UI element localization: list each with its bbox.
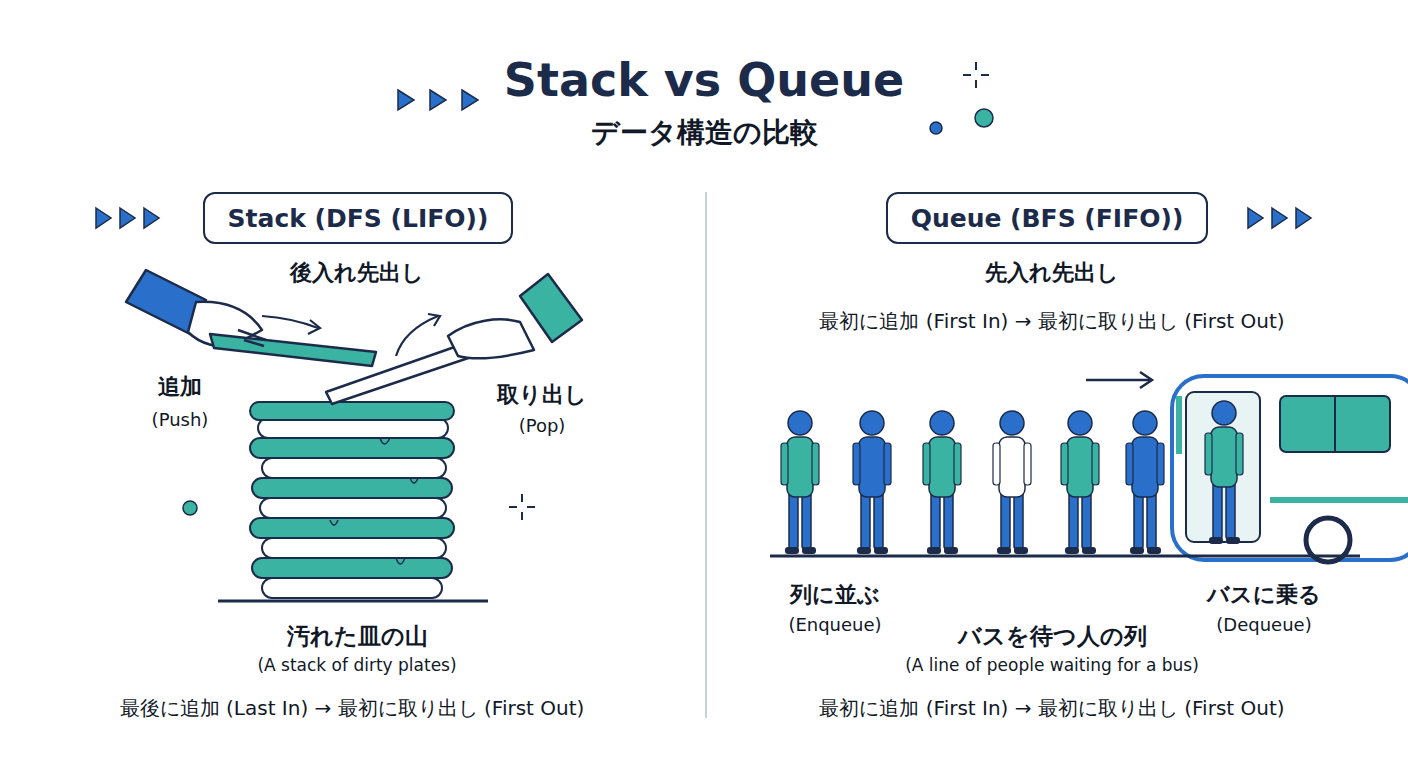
principle-label: 後入れ先出し	[290, 260, 424, 285]
action-label: 列に並ぶ	[790, 582, 880, 607]
action-label: 取り出し	[497, 382, 587, 407]
section-box: Queue (BFS (FIFO))	[886, 192, 1208, 244]
bus	[1172, 376, 1408, 562]
section-box: Stack (DFS (LIFO))	[203, 192, 513, 244]
dot-decor	[183, 501, 197, 515]
illustration-caption: 汚れた皿の山	[287, 623, 428, 649]
plate-stack	[218, 402, 488, 601]
rule-note: 最初に追加 (First In) → 最初に取り出し (First Out)	[819, 697, 1284, 720]
action-term: (Enqueue)	[788, 615, 881, 636]
motion-arrow	[262, 314, 440, 356]
title: Stack vs Queue	[504, 54, 904, 107]
rule-note: 最後に追加 (Last In) → 最初に取り出し (First Out)	[120, 697, 585, 720]
action-term: (Pop)	[519, 416, 566, 437]
ground-line	[770, 555, 1360, 558]
subtitle: データ構造の比較	[591, 117, 818, 149]
people-line	[781, 401, 1243, 554]
sparkle-decor	[509, 62, 989, 520]
dot-decor	[975, 109, 993, 127]
section-heading: Stack (DFS (LIFO))	[228, 204, 489, 233]
divider	[705, 192, 707, 718]
illustration-caption-en: (A stack of dirty plates)	[257, 656, 456, 676]
direction-arrow	[1086, 372, 1152, 388]
action-term: (Push)	[152, 410, 209, 431]
action-label: 追加	[158, 374, 202, 399]
dot-decor	[930, 122, 942, 134]
principle-label: 先入れ先出し	[985, 260, 1119, 285]
action-term: (Dequeue)	[1216, 615, 1311, 636]
rule-note: 最初に追加 (First In) → 最初に取り出し (First Out)	[819, 310, 1284, 333]
action-label: バスに乗る	[1207, 582, 1321, 607]
section-heading: Queue (BFS (FIFO))	[911, 204, 1184, 233]
illustration-caption: バスを待つ人の列	[958, 623, 1147, 649]
illustration-caption-en: (A line of people waiting for a bus)	[905, 656, 1199, 676]
